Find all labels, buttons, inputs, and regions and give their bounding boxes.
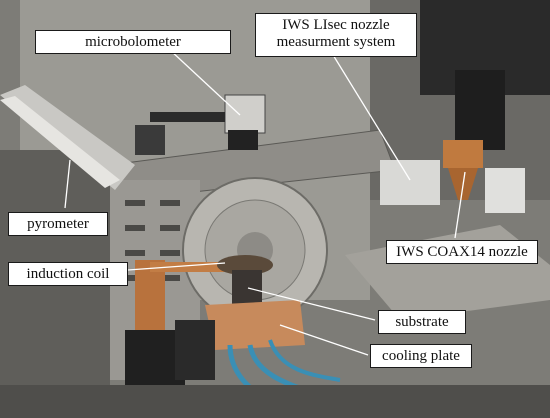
leader-microbolometer — [169, 49, 241, 116]
label-substrate: substrate — [378, 310, 466, 334]
label-cooling-plate: cooling plate — [370, 344, 472, 368]
leader-cooling-plate — [279, 324, 369, 356]
label-microbolometer: microbolometer — [35, 30, 231, 54]
leader-pyrometer — [64, 159, 71, 209]
label-iws-lisec-line2: measurment system — [276, 34, 396, 50]
label-pyrometer: pyrometer — [8, 212, 108, 236]
label-iws-lisec-line1: IWS LIsec nozzle — [282, 17, 390, 33]
label-iws-coax14-nozzle: IWS COAX14 nozzle — [386, 240, 538, 264]
label-induction-coil: induction coil — [8, 262, 128, 286]
leader-iws-coax14 — [454, 171, 466, 239]
leader-substrate — [247, 287, 376, 321]
leader-induction-coil — [127, 262, 226, 271]
leader-iws-lisec — [329, 49, 411, 181]
leader-lines — [64, 49, 466, 356]
label-iws-lisec-nozzle: IWS LIsec nozzle measurment system — [255, 13, 417, 57]
